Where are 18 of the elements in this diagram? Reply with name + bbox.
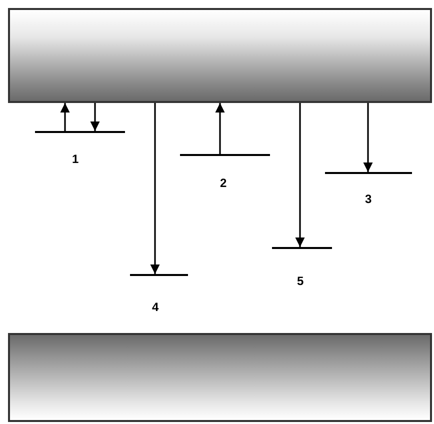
energy-band [8, 333, 432, 422]
energy-level-line [130, 274, 188, 276]
energy-level-line [325, 172, 412, 174]
arrow [60, 103, 70, 131]
level-number: 1 [72, 152, 79, 166]
arrow [150, 103, 160, 274]
arrow [90, 103, 100, 131]
arrow [363, 103, 373, 172]
arrow [295, 103, 305, 247]
level-number: 3 [365, 192, 372, 206]
arrow [215, 103, 225, 154]
energy-level-line [272, 247, 332, 249]
level-number: 5 [297, 274, 304, 288]
energy-band [8, 8, 432, 103]
level-number: 4 [152, 300, 159, 314]
level-number: 2 [220, 176, 227, 190]
energy-level-line [35, 131, 125, 133]
energy-level-line [180, 154, 270, 156]
